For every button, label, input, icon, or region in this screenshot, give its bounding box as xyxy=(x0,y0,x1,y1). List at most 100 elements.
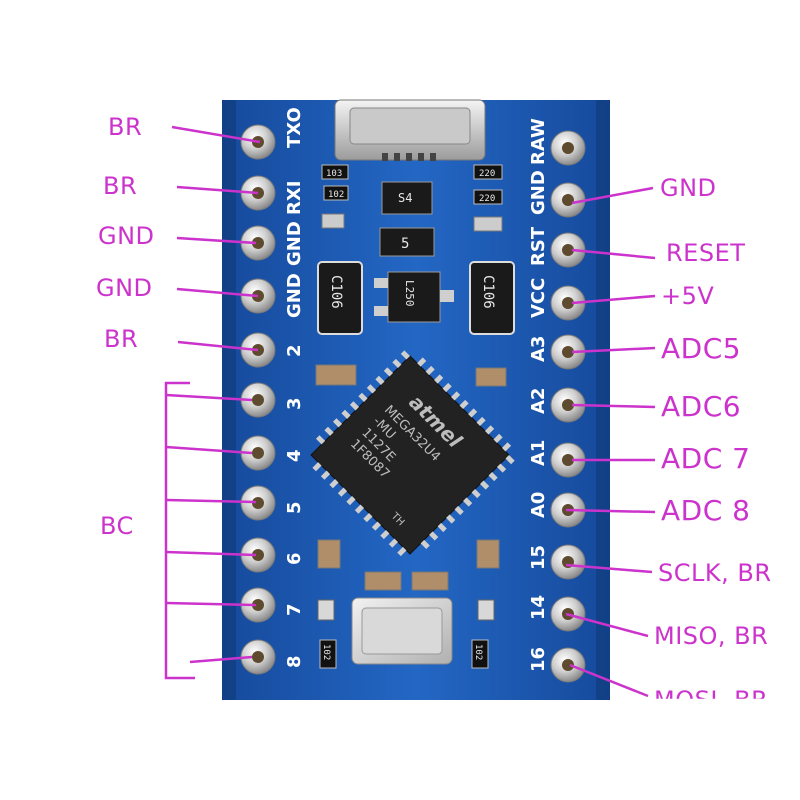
chip-pin xyxy=(388,538,398,548)
silk-right-vcc: VCC xyxy=(528,278,549,318)
chip-pin xyxy=(446,514,456,524)
silk-left-3: 3 xyxy=(284,397,305,410)
annotation-leader-lines xyxy=(164,125,656,698)
silk-right-14: 14 xyxy=(528,595,549,620)
chip-pin xyxy=(312,462,322,472)
silk-left-rxi: RXI xyxy=(284,181,305,215)
chip-pin xyxy=(315,435,326,445)
chip-pin xyxy=(442,382,452,393)
crystal-oscillator xyxy=(351,597,453,665)
right-header-pad-hole-5 xyxy=(562,346,574,358)
label-left-gnd-1: GND xyxy=(98,222,155,250)
mark-l250: L250 xyxy=(403,280,416,307)
smd-parts xyxy=(315,164,515,669)
right-header-pad-hole-3 xyxy=(562,244,574,256)
chip-pin xyxy=(471,488,481,499)
chip-pin xyxy=(346,496,356,506)
left-header-pad-hole-3 xyxy=(252,237,264,249)
chip-pin xyxy=(358,392,368,402)
right-header-pad-hole-11 xyxy=(562,659,574,671)
chip-pin xyxy=(459,399,469,410)
mark-s4: S4 xyxy=(398,191,412,205)
label-right-adc7: ADC 7 xyxy=(661,442,751,475)
mark-102-b: 102 xyxy=(473,644,483,660)
chip-pin xyxy=(437,522,447,533)
left-header-pad-hole-10 xyxy=(252,599,264,611)
chip-pin xyxy=(488,471,498,482)
label-left-br-1: BR xyxy=(108,113,143,141)
left-header-pad-hole-7 xyxy=(252,447,264,459)
mark-102: 102 xyxy=(328,190,344,200)
left-header-pad-hole-6 xyxy=(252,394,264,406)
chip-pin xyxy=(392,358,402,369)
chip-pin xyxy=(496,463,507,473)
label-right-adc6: ADC6 xyxy=(661,390,742,423)
left-header-pad-hole-9 xyxy=(252,549,264,561)
mark-102-a: 102 xyxy=(321,644,331,660)
mark-220-a: 220 xyxy=(479,169,495,179)
silk-left-gnd-1: GND xyxy=(284,221,305,266)
silk-right-a2: A2 xyxy=(528,388,549,414)
label-left-br-3: BR xyxy=(104,325,139,353)
chip-pin xyxy=(434,374,444,384)
label-right-gnd: GND xyxy=(660,174,717,202)
chip-pin xyxy=(484,425,495,435)
label-left-bc: BC xyxy=(100,512,134,540)
right-header-pad-hole-6 xyxy=(562,399,574,411)
label-right-miso: MISO, BR xyxy=(654,622,769,650)
mark-103: 103 xyxy=(326,169,342,179)
chip-pin xyxy=(332,418,343,428)
chip-pin xyxy=(341,409,351,419)
silk-right-a1: A1 xyxy=(528,440,549,466)
usb-connector xyxy=(334,99,486,161)
chip-pin xyxy=(451,391,461,401)
chip-pin xyxy=(363,512,373,523)
silk-left-4: 4 xyxy=(284,449,305,462)
label-right-sclk: SCLK, BR xyxy=(658,559,772,587)
label-left-gnd-2: GND xyxy=(96,274,153,302)
silk-left-8: 8 xyxy=(284,655,305,668)
silk-left-7: 7 xyxy=(284,603,305,616)
label-right-adc5: ADC5 xyxy=(661,332,742,365)
chip-pin xyxy=(320,470,331,480)
chip-pin xyxy=(429,531,439,541)
right-header-pad-hole-4 xyxy=(562,297,574,309)
chip-pin xyxy=(383,367,394,377)
left-header-pad-hole-11 xyxy=(252,651,264,663)
mark-c106-b: C106 xyxy=(480,275,496,309)
chip-pin xyxy=(397,546,407,557)
silk-left-5: 5 xyxy=(284,501,305,514)
silk-right-a3: A3 xyxy=(528,336,549,362)
silk-right-raw: RAW xyxy=(528,118,549,165)
chip-pin xyxy=(505,455,515,465)
chip-pin xyxy=(349,401,360,411)
silk-right-a0: A0 xyxy=(528,492,549,518)
silk-right-gnd: GND xyxy=(528,170,549,215)
silk-right-15: 15 xyxy=(528,545,549,570)
chip-pin xyxy=(420,539,430,550)
right-header-pads xyxy=(550,130,586,683)
silk-left-txo: TXO xyxy=(284,107,305,148)
label-right-mosi-partial: MOSI, BR xyxy=(654,686,769,714)
silk-left-2: 2 xyxy=(284,344,305,357)
chip-pin xyxy=(425,365,435,376)
label-right-reset: RESET xyxy=(666,239,746,267)
chip-pin xyxy=(380,529,390,540)
chip-pin xyxy=(354,504,365,514)
chip-pin xyxy=(371,521,382,531)
silk-left-gnd-2: GND xyxy=(284,273,305,318)
chip-pin xyxy=(366,384,377,394)
chip-pin xyxy=(476,416,486,427)
silk-right-16: 16 xyxy=(528,647,549,672)
chip-pin xyxy=(493,433,503,443)
chip-pin xyxy=(501,442,512,452)
silk-right-rst: RST xyxy=(528,226,549,266)
chip-pin xyxy=(467,408,478,418)
chip-pin xyxy=(463,497,473,507)
silk-left-6: 6 xyxy=(284,552,305,565)
left-header-pad-hole-8 xyxy=(252,497,264,509)
chip-pin xyxy=(324,426,334,436)
right-header-pad-hole-2 xyxy=(562,194,574,206)
